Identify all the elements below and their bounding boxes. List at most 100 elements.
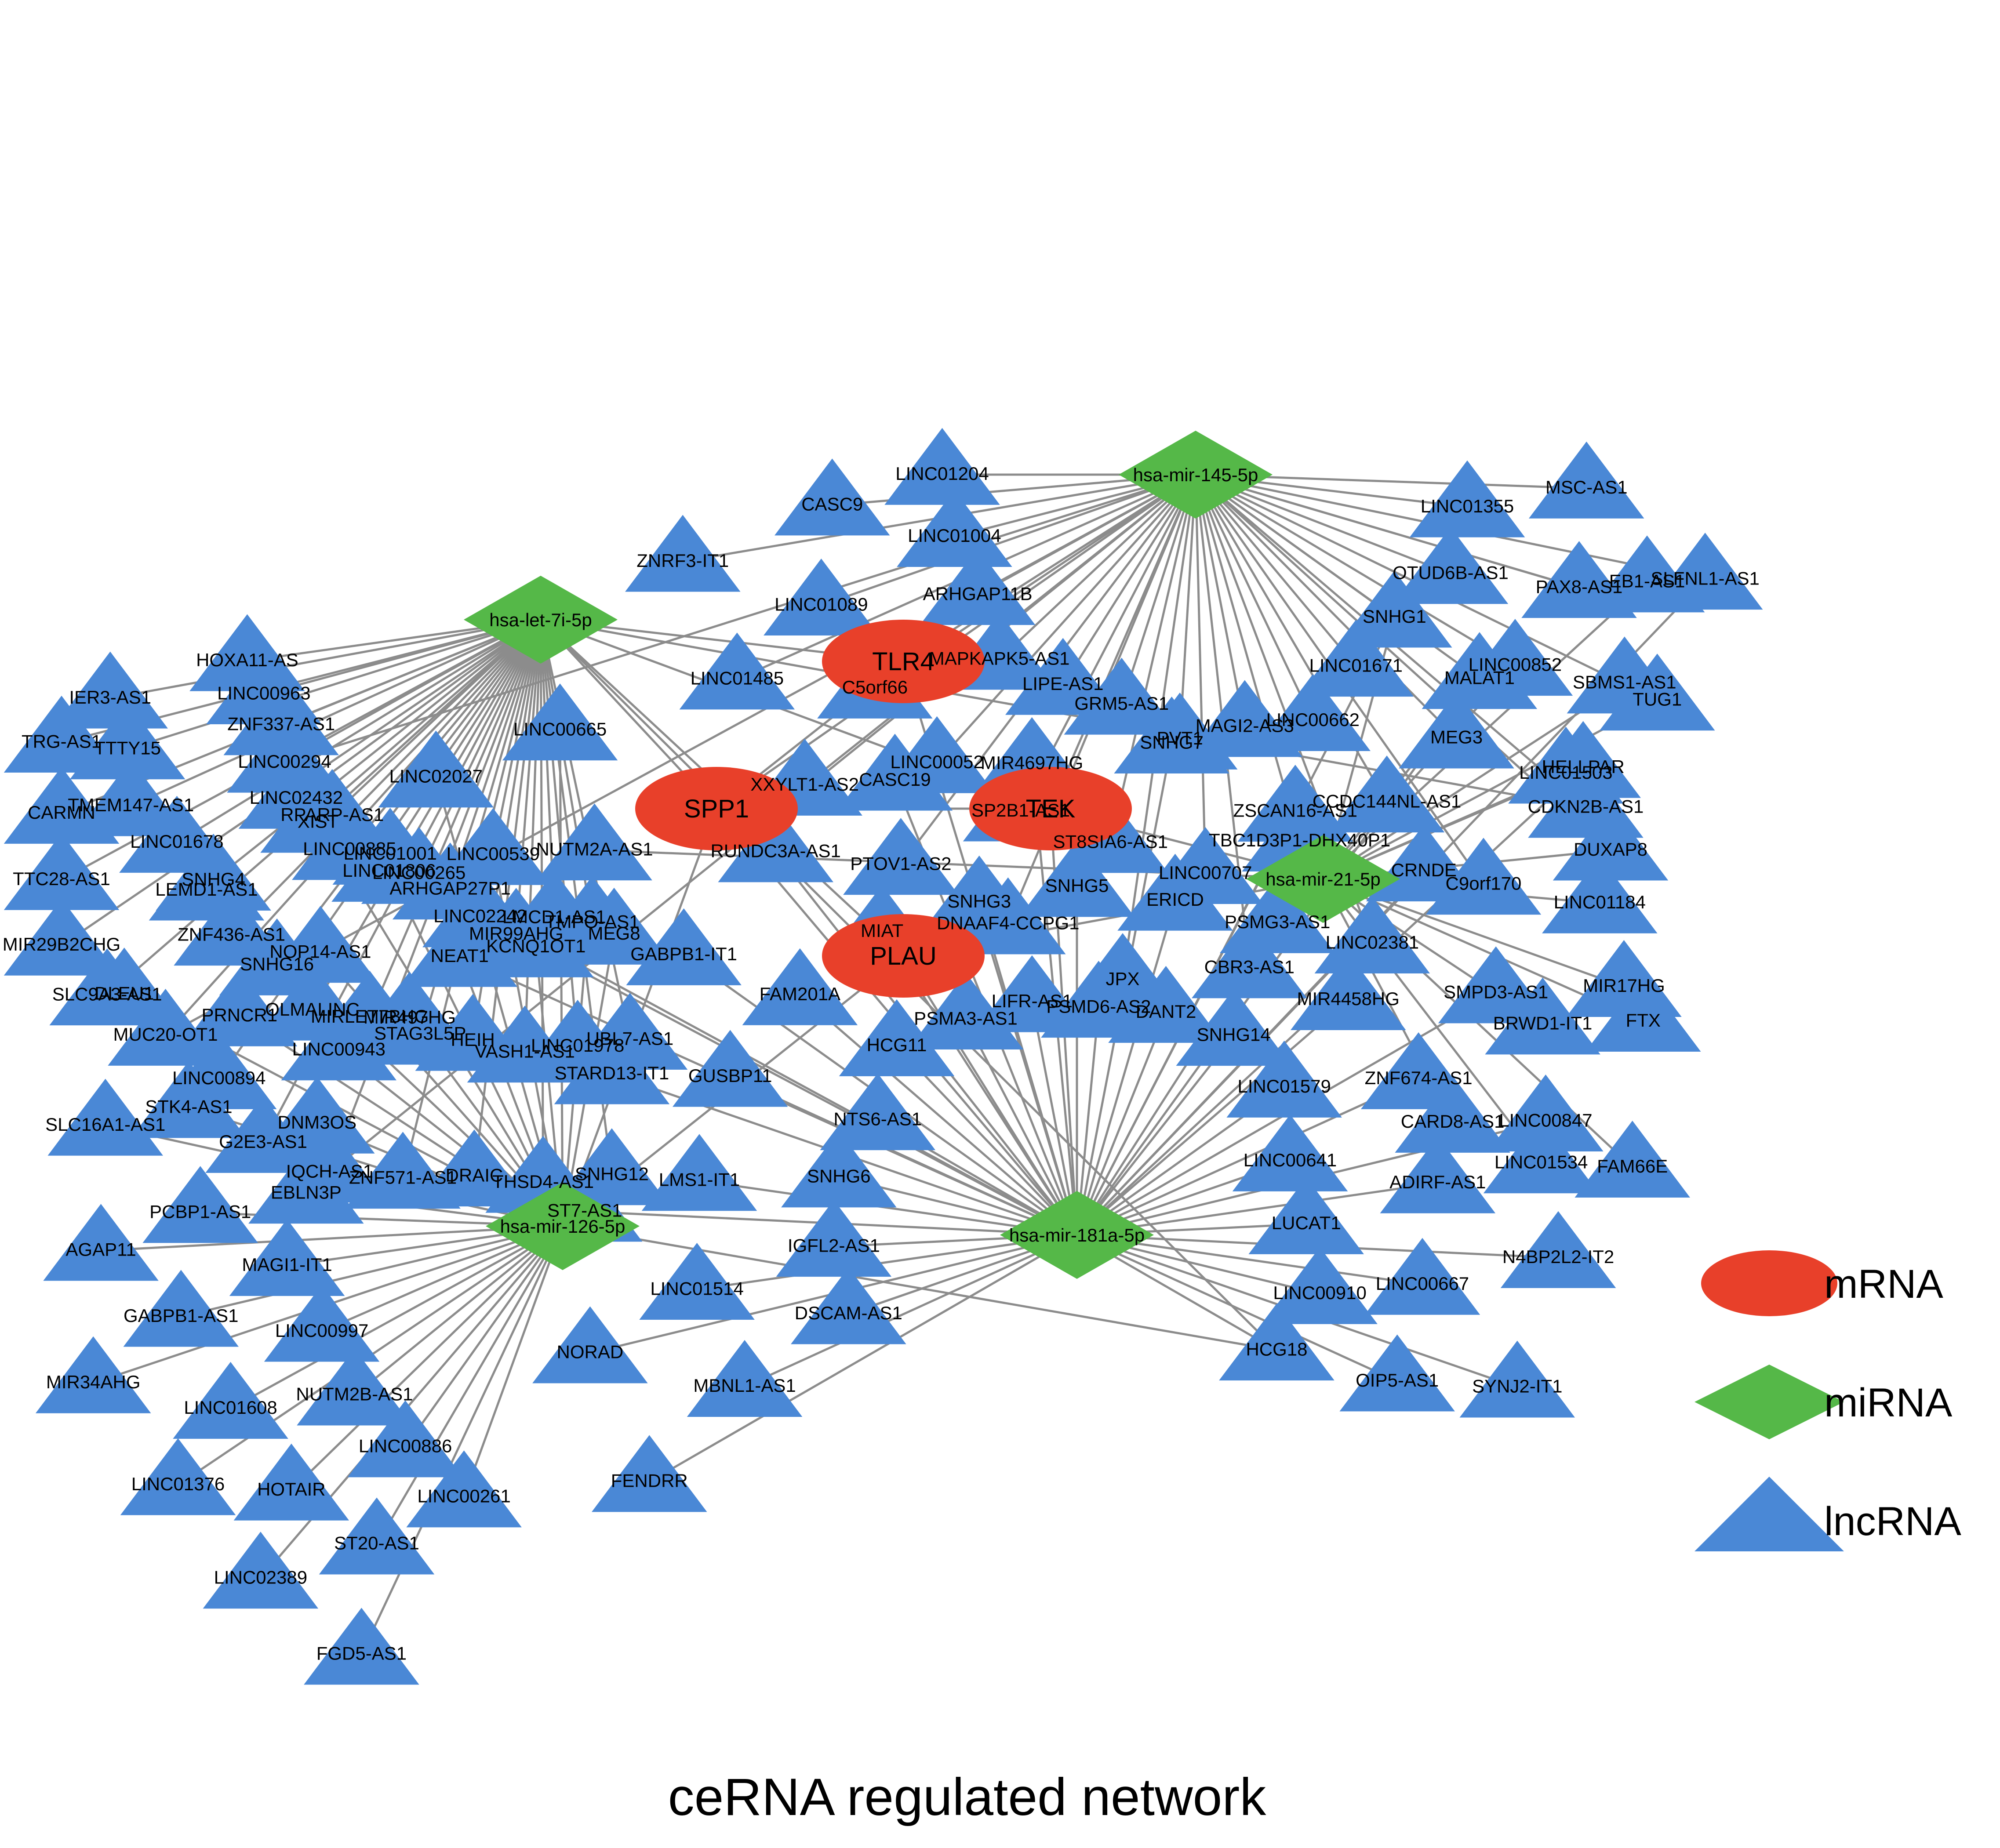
lncrna-label-nop14-as1: NOP14-AS1 [269, 941, 371, 962]
lncrna-node-mir4458hg [1290, 953, 1406, 1030]
lncrna-node-snhg7 [1114, 697, 1229, 774]
figure-caption: ceRNA regulated network [668, 1768, 1267, 1826]
lncrna-node-snhg6 [781, 1130, 897, 1208]
lncrna-label-hcg11: HCG11 [867, 1035, 927, 1055]
label-layer: HOXA11-ASIER3-AS1TRG-AS1LINC00963TTTY15C… [3, 463, 1760, 1664]
lncrna-label-lemd1-as1: LEMD1-AS1 [155, 879, 258, 900]
lncrna-label-znf571-as1: ZNF571-AS1 [349, 1167, 457, 1187]
lncrna-label-thsd4-as1: THSD4-AS1 [492, 1171, 594, 1192]
lncrna-node-draic [416, 1129, 532, 1207]
edge-hsa-let-7i-5p-linc01978 [539, 619, 579, 1047]
lncrna-label-linc01978: LINC01978 [531, 1035, 624, 1056]
mirna-label-hsa-mir-145-5p: hsa-mir-145-5p [1133, 465, 1258, 485]
lncrna-node-snhg14 [1176, 989, 1291, 1066]
lncrna-label-meg3: MEG3 [1430, 727, 1483, 748]
lncrna-node-neat1 [402, 910, 517, 987]
lncrna-node-linc02381 [1314, 897, 1430, 974]
edge-hsa-mir-145-5p-linc00294 [284, 473, 1196, 764]
edge-hsa-mir-145-5p-st8sia6-as1 [1109, 474, 1197, 843]
lncrna-label-msc-as1: MSC-AS1 [1545, 477, 1628, 497]
lncrna-label-sp2b1-as1: SP2B1-AS1 [971, 800, 1070, 821]
lncrna-node-msc-as1 [1528, 441, 1644, 519]
lncrna-label-linc01534: LINC01534 [1495, 1152, 1588, 1173]
lncrna-label-znf436-as1: ZNF436-AS1 [178, 924, 285, 944]
lncrna-label-pcbp1-as1: PCBP1-AS1 [149, 1201, 251, 1222]
lncrna-label-znf337-as1: ZNF337-AS1 [227, 714, 335, 734]
lncrna-node-otud6b-as1 [1393, 527, 1509, 604]
lncrna-node-snhg5 [1019, 840, 1135, 917]
lncrna-node-kcnq1ot1 [478, 900, 594, 977]
mirna-label-hsa-mir-21-5p: hsa-mir-21-5p [1265, 869, 1380, 890]
edge-hsa-mir-181a-5p-kcnq1ot1 [535, 946, 1078, 1236]
edge-hsa-mir-181a-5p-fam201a [799, 994, 1078, 1236]
mirna-node-hsa-let-7i-5p [464, 576, 618, 664]
lncrna-label-arhgap11b: ARHGAP11B [923, 583, 1033, 604]
lncrna-label-slc9a3-as1: SLC9A3-AS1 [52, 984, 162, 1004]
lncrna-label-draic: DRAIC [446, 1165, 503, 1185]
lncrna-label-gabpb1-as1: GABPB1-AS1 [124, 1305, 238, 1326]
lncrna-label-magi2-as3: MAGI2-AS3 [1196, 715, 1294, 736]
lncrna-label-lms1-it1: LMS1-IT1 [659, 1169, 740, 1190]
lncrna-node-ccdc144nl-as1 [1329, 755, 1445, 833]
lncrna-label-linc00852: LINC00852 [1469, 654, 1562, 675]
edge-hsa-mir-181a-5p-oip5-as1 [1076, 1234, 1398, 1383]
edge-hsa-let-7i-5p-linc01678 [176, 618, 542, 844]
lncrna-node-synj2-it1 [1459, 1340, 1575, 1418]
lncrna-node-mir34ahg [35, 1336, 151, 1413]
lncrna-label-psmd6-as2: PSMD6-AS2 [1046, 996, 1151, 1017]
lncrna-label-hotair: HOTAIR [257, 1479, 326, 1499]
lncrna-node-gusbp11 [672, 1030, 788, 1107]
lncrna-node-slc16a1-as1 [47, 1078, 164, 1156]
edge-hsa-mir-181a-5p-dant2 [1076, 1012, 1167, 1235]
lncrna-label-mir99ahg: MIR99AHG [469, 923, 564, 944]
lncrna-label-linc02389: LINC02389 [214, 1567, 307, 1588]
lncrna-label-linc01001: LINC01001 [343, 843, 436, 864]
lncrna-node-casc9 [775, 458, 890, 536]
mrna-label-tlr4: TLR4 [872, 647, 935, 676]
edge-hsa-let-7i-5p-arhgap27p1 [449, 619, 542, 890]
lncrna-node-linc01534 [1483, 1116, 1599, 1194]
mirna-label-hsa-mir-126-5p: hsa-mir-126-5p [500, 1216, 625, 1237]
lncrna-node-snhg3 [921, 855, 1037, 933]
lncrna-node-snhg1 [1337, 570, 1452, 648]
mrna-node-spp1 [635, 767, 798, 850]
lncrna-label-linc00667: LINC00667 [1376, 1273, 1469, 1294]
lncrna-label-linc01204: LINC01204 [895, 463, 989, 484]
edge-hsa-mir-145-5p-pax8-as1 [1195, 473, 1580, 589]
mirna-node-hsa-mir-126-5p [486, 1182, 640, 1270]
lncrna-node-linc02027 [378, 730, 494, 808]
lncrna-label-lipe-as1: LIPE-AS1 [1022, 673, 1103, 694]
legend-mirna-swatch [1695, 1365, 1844, 1439]
lncrna-node-mir29b2chg [4, 898, 120, 976]
edge-hsa-let-7i-5p-linc01001 [389, 619, 542, 855]
lncrna-label-gabpb1-it1: GABPB1-IT1 [630, 944, 737, 964]
edge-hsa-mir-145-5p-grm5-as1 [1120, 474, 1197, 705]
lncrna-label-nutm2a-as1: NUTM2A-AS1 [536, 839, 653, 860]
edge-hsa-mir-145-5p-pvt1 [1178, 474, 1197, 740]
lncrna-label-fendrr: FENDRR [611, 1470, 688, 1491]
lncrna-label-ttty15: TTTY15 [94, 738, 161, 759]
mrna-node-plau [822, 914, 985, 998]
lncrna-node-zscan16-as1 [1237, 765, 1353, 842]
lncrna-label-neat1: NEAT1 [431, 945, 489, 966]
lncrna-label-stag3l5p: STAG3L5P [374, 1023, 466, 1044]
lncrna-label-linc00665: LINC00665 [513, 719, 607, 740]
edge-hsa-let-7i-5p-linc00265 [418, 619, 542, 875]
lncrna-label-ftx: FTX [1626, 1010, 1661, 1031]
lncrna-node-linc01806 [331, 824, 447, 902]
lncrna-label-fgd5-as1: FGD5-AS1 [316, 1643, 407, 1664]
lncrna-label-st8sia6-as1: ST8SIA6-AS1 [1053, 831, 1168, 852]
lncrna-label-pvt1: PVT1 [1157, 728, 1203, 748]
lncrna-label-mir4458hg: MIR4458HG [1297, 988, 1399, 1009]
lncrna-node-linc00667 [1364, 1238, 1480, 1315]
lncrna-label-brwd1-it1: BRWD1-IT1 [1493, 1013, 1593, 1034]
lncrna-node-fam201a [742, 948, 858, 1025]
lncrna-node-linc01089 [764, 559, 879, 636]
lncrna-label-prncr1: PRNCR1 [201, 1005, 277, 1025]
lncrna-label-miat: MIAT [861, 920, 903, 941]
lncrna-node-ttc28-as1 [4, 833, 120, 910]
lncrna-node-hcg11 [839, 999, 955, 1076]
legend: mRNA miRNA lncRNA [1695, 1250, 1961, 1551]
edge-hsa-mir-126-5p-agap11 [101, 1225, 563, 1252]
lncrna-node-xist [260, 776, 376, 853]
